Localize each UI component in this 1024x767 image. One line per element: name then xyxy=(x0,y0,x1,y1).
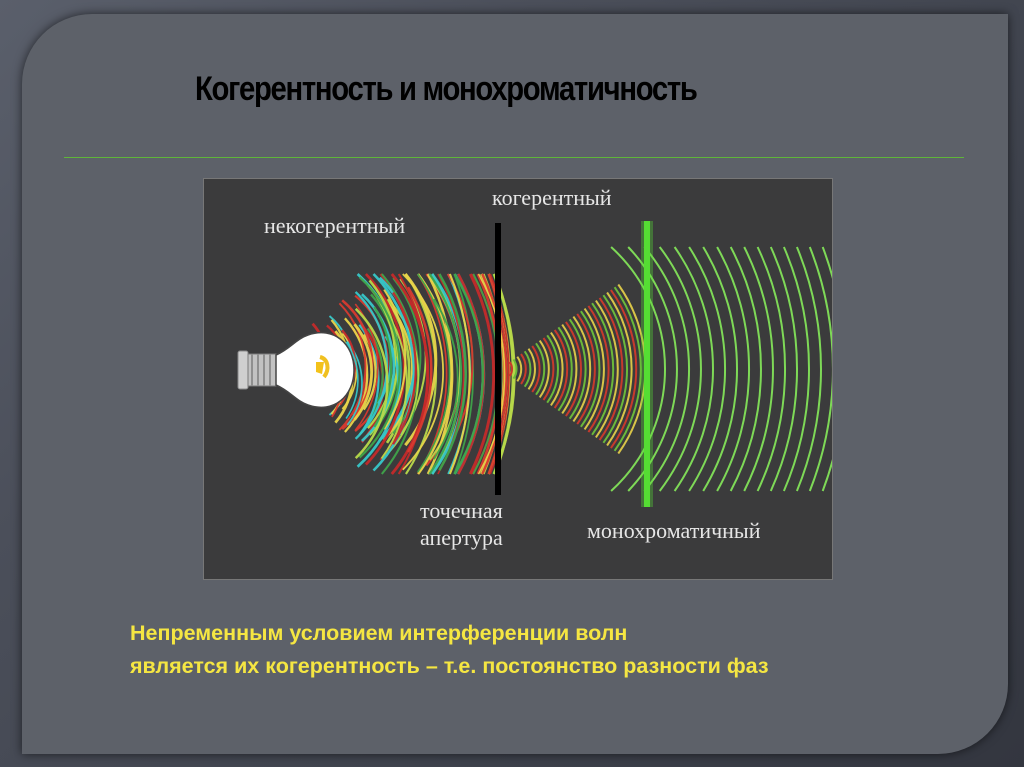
label-coherent: когерентный xyxy=(492,185,612,210)
label-aperture-line1: точечная xyxy=(420,498,503,523)
monochromatic-wave-arc xyxy=(795,246,822,492)
incoherent-wave-arc xyxy=(397,273,429,475)
coherent-wave-arc xyxy=(553,329,569,409)
coherent-wave-arc xyxy=(613,286,642,452)
monochromatic-filter xyxy=(641,221,653,507)
light-bulb-icon xyxy=(237,332,355,408)
monochromatic-wave-arc xyxy=(782,246,811,492)
coherent-wave-arc xyxy=(591,302,615,436)
diagram-canvas xyxy=(237,221,832,507)
incoherent-wave-arc xyxy=(392,277,422,434)
incoherent-wave-arc xyxy=(392,291,417,445)
incoherent-wave-arc xyxy=(477,273,506,475)
coherent-wave-arc xyxy=(508,361,514,377)
incoherent-wave-arc xyxy=(468,273,496,475)
caption: Непременным условием интерференции волн … xyxy=(130,617,1010,683)
coherent-wave-arc xyxy=(587,305,610,433)
incoherent-wave-arc xyxy=(453,273,485,475)
coherent-wave-arc xyxy=(550,332,564,406)
coherent-wave-arc xyxy=(542,337,555,401)
incoherent-wave-arc xyxy=(338,302,367,431)
incoherent-wave-arc xyxy=(402,273,444,471)
monochromatic-wave-arc xyxy=(673,246,715,492)
incoherent-wave-arc xyxy=(354,307,389,459)
monochromatic-wave-arc xyxy=(716,246,751,492)
incoherent-wave-arc xyxy=(345,341,359,419)
coherent-wave-arc xyxy=(595,300,619,438)
coherent-wave-arc xyxy=(535,342,546,396)
coherent-wave-arc xyxy=(598,297,624,441)
coherence-diagram: некогерентный когерентный точечная аперт… xyxy=(203,178,833,580)
incoherent-wave-arc xyxy=(358,276,401,459)
caption-line-2: является их когерентность – т.е. постоян… xyxy=(130,654,769,678)
label-monochromatic: монохроматичный xyxy=(587,518,761,543)
coherent-wave-arc xyxy=(516,356,523,382)
incoherent-wave-arc xyxy=(428,273,463,475)
coherent-wave-arc xyxy=(557,326,573,412)
coherent-wave-arc xyxy=(520,353,527,385)
coherent-wave-arc xyxy=(610,289,638,449)
title-divider xyxy=(64,157,964,158)
monochromatic-wave-arc xyxy=(729,246,762,492)
coherent-wave-arc xyxy=(606,291,633,447)
coherent-wave-arc xyxy=(512,358,518,380)
coherent-wave-arc xyxy=(531,345,541,393)
aperture-screen xyxy=(495,223,501,495)
label-aperture-line2: апертура xyxy=(420,525,503,550)
incoherent-wave-arc xyxy=(373,306,393,428)
monochromatic-wave-arc xyxy=(756,246,787,492)
slide-title: Когерентность и монохроматичность xyxy=(195,70,698,108)
coherent-wave-arc xyxy=(576,313,596,425)
coherent-wave-arc xyxy=(523,350,532,388)
coherent-wave-arc xyxy=(565,321,583,417)
coherent-wave-arc xyxy=(602,294,628,444)
monochromatic-wave-arc xyxy=(808,246,832,492)
coherent-wave-arc xyxy=(568,318,587,420)
aperture-bar xyxy=(495,223,501,495)
coherent-wave-arc xyxy=(527,348,536,390)
incoherent-wave-arc xyxy=(417,273,451,473)
incoherent-wave-arc xyxy=(353,323,373,421)
incoherent-wave-arc xyxy=(493,273,515,475)
monochromatic-waves xyxy=(610,246,832,492)
monochromatic-wave-arc xyxy=(702,246,739,492)
incoherent-wave-arc xyxy=(383,289,407,430)
coherent-wave-arc xyxy=(546,334,559,404)
monochromatic-wave-arc xyxy=(658,246,702,492)
incoherent-wave-arc xyxy=(372,273,416,472)
monochromatic-wave-arc xyxy=(627,246,678,492)
monochromatic-wave-arc xyxy=(821,246,832,492)
coherent-wave-arc xyxy=(583,308,605,430)
monochromatic-wave-arc xyxy=(688,246,726,492)
coherent-wave-arc xyxy=(561,324,578,414)
monochromatic-wave-arc xyxy=(743,246,774,492)
incoherent-wave-arc xyxy=(406,286,433,453)
caption-line-1: Непременным условием интерференции волн xyxy=(130,621,628,645)
incoherent-wave-arc xyxy=(438,273,468,471)
label-incoherent: некогерентный xyxy=(264,213,406,238)
incoherent-wave-arc xyxy=(433,298,459,460)
monochromatic-wave-arc xyxy=(769,246,799,492)
coherent-wave-arc xyxy=(572,316,592,422)
monochromatic-wave-arc xyxy=(643,246,691,492)
coherent-wave-arc xyxy=(580,310,601,428)
filter-bar xyxy=(644,221,650,507)
coherent-wave-arc xyxy=(538,340,550,398)
coherent-cone xyxy=(508,283,647,455)
monochromatic-wave-arc xyxy=(610,246,667,492)
incoherent-wave-arc xyxy=(448,273,471,475)
